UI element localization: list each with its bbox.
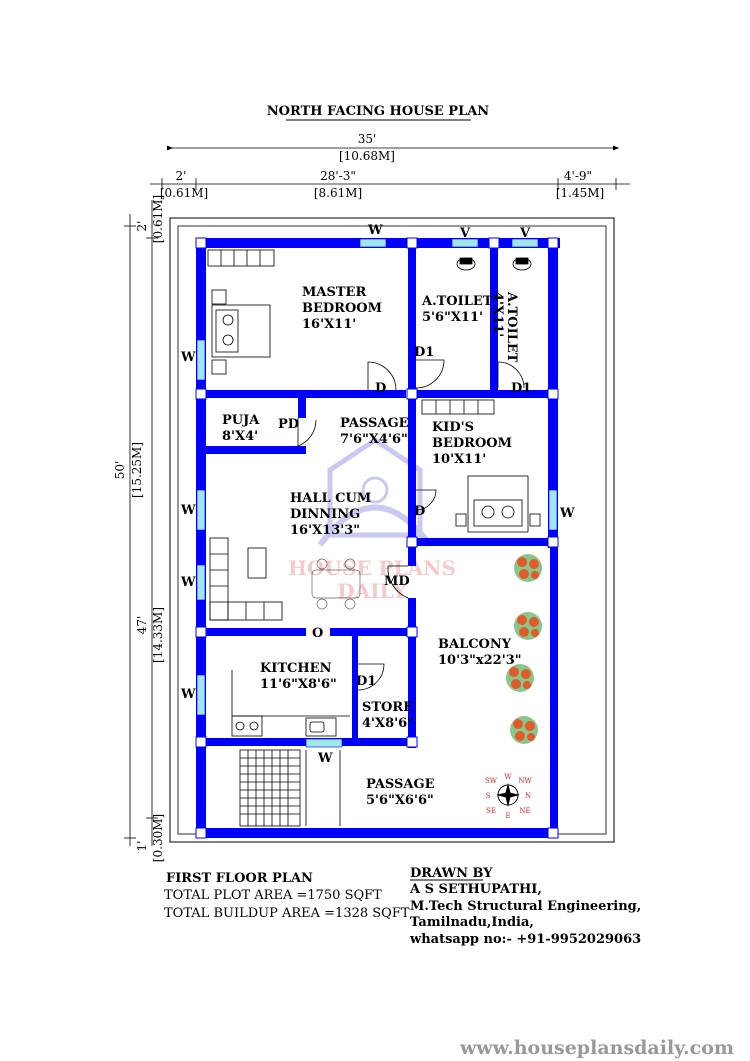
compass-ne: NE <box>519 807 530 815</box>
dim-left-top: 2' <box>135 221 149 232</box>
hall-size: 16'X13'3" <box>290 523 360 538</box>
kitchen-opening: O <box>312 626 323 641</box>
dim-left-mid-m: [14.33M] <box>151 607 165 663</box>
floor-plan-heading: FIRST FLOOR PLAN <box>166 871 313 886</box>
watermark-line1: HOUSE PLANS <box>288 556 456 580</box>
dining-table <box>311 558 361 610</box>
drawn-by: DRAWN BY A S SETHUPATHI, M.Tech Structur… <box>409 866 641 947</box>
dim-top-mid: 28'-3" <box>320 169 356 183</box>
door-store: D1 <box>356 674 376 689</box>
hall-line2: DINNING <box>290 507 360 522</box>
dim-left-bottom-m: [0.30M] <box>151 814 165 862</box>
toilet-fixtures <box>456 257 532 271</box>
passage1-label: PASSAGE <box>340 416 409 431</box>
plot-area: TOTAL PLOT AREA =1750 SQFT <box>164 888 382 903</box>
kitchen-counter <box>231 670 350 737</box>
master-bedroom-line2: BEDROOM <box>302 301 382 316</box>
drawn-by-heading: DRAWN BY <box>410 866 493 881</box>
top-dimensions: 35' [10.68M] 2' [0.61M] 28'-3" [8.61M] 4… <box>150 132 630 200</box>
master-bedroom-line1: MASTER <box>302 285 366 300</box>
kitchen-label: KITCHEN <box>260 661 332 676</box>
dim-left-top-m: [0.61M] <box>151 195 165 243</box>
door-master: D <box>375 381 386 396</box>
door-puja: PD <box>278 417 299 432</box>
store-size: 4'X8'6" <box>362 716 414 731</box>
window-marker-passage: W <box>317 751 333 766</box>
plan-title: NORTH FACING HOUSE PLAN <box>267 104 490 119</box>
compass-e: E <box>505 812 510 820</box>
compass-s: S <box>486 792 491 800</box>
window-marker-hall: W <box>180 503 196 518</box>
passage1-size: 7'6"X4'6" <box>340 432 408 447</box>
window-marker-top: W <box>367 223 383 238</box>
toilet1-label: A.TOILET <box>421 294 493 309</box>
hall-line1: HALL CUM <box>290 491 371 506</box>
dim-top-total: 35' <box>358 132 377 146</box>
dim-top-total-m: [10.68M] <box>339 149 395 163</box>
balcony-plants <box>506 554 542 744</box>
staircase <box>239 749 341 827</box>
dim-top-mid-m: [8.61M] <box>314 186 362 200</box>
author-contact: whatsapp no:- +91-9952029063 <box>409 932 641 947</box>
puja-size: 8'X4' <box>222 429 258 444</box>
left-dimensions: 50' [15.25M] 2' [0.61M] 47' [14.33M] 1' … <box>113 195 165 862</box>
passage2-size: 5'6"X6'6" <box>366 793 434 808</box>
compass-w: W <box>504 773 512 781</box>
compass-sw: SW <box>485 777 498 785</box>
author-name: A S SETHUPATHI, <box>409 882 542 897</box>
door-main: MD <box>384 574 410 589</box>
dim-left-total: 50' <box>113 461 127 480</box>
kids-wardrobe <box>421 399 495 415</box>
toilet2-size: 4'X11' <box>490 292 505 337</box>
door-swings <box>297 359 525 691</box>
puja-label: PUJA <box>222 413 260 428</box>
balcony-size: 10'3"x22'3" <box>438 653 522 668</box>
wall-joints <box>195 237 559 839</box>
dim-left-mid: 47' <box>135 616 149 635</box>
store-label: STORE <box>362 700 413 715</box>
master-wardrobe <box>207 249 275 267</box>
door-toilet2: D1 <box>511 381 531 396</box>
dim-left-total-m: [15.25M] <box>130 442 144 498</box>
window-marker-kitchen: W <box>180 687 196 702</box>
kids-bedroom-size: 10'X11' <box>432 452 486 467</box>
compass-se: SE <box>486 807 496 815</box>
windows <box>196 238 558 748</box>
website-url: www.houseplansdaily.com <box>459 1037 734 1059</box>
plan-info: FIRST FLOOR PLAN TOTAL PLOT AREA =1750 S… <box>164 871 410 921</box>
dim-top-right: 4'-9" <box>564 169 592 183</box>
author-location: Tamilnadu,India, <box>410 915 534 930</box>
window-marker-sofa: W <box>180 575 196 590</box>
author-qualification: M.Tech Structural Engineering, <box>410 899 641 914</box>
kids-bed <box>455 475 541 533</box>
kitchen-size: 11'6"X8'6" <box>260 677 337 692</box>
dim-left-bottom: 1' <box>135 841 149 852</box>
master-bed <box>211 289 271 375</box>
toilet2-label: A.TOILET <box>504 291 519 363</box>
buildup-area: TOTAL BUILDUP AREA =1328 SQFT <box>164 906 410 921</box>
window-marker-master: W <box>180 350 196 365</box>
window-marker-kids: W <box>559 506 575 521</box>
door-toilet1: D1 <box>414 345 434 360</box>
plot-boundary-outer <box>169 217 615 843</box>
master-bedroom-size: 16'X11' <box>302 317 356 332</box>
door-kids: D <box>414 504 425 519</box>
kids-bedroom-line2: BEDROOM <box>432 436 512 451</box>
balcony-label: BALCONY <box>438 637 512 652</box>
dim-top-left: 2' <box>176 169 187 183</box>
sofa <box>209 537 283 621</box>
compass: W NW N NE E SE S SW <box>485 773 532 820</box>
ventilator-marker-1: V <box>459 226 471 241</box>
compass-nw: NW <box>518 777 532 785</box>
compass-n: N <box>525 792 531 800</box>
toilet1-size: 5'6"X11' <box>422 310 483 325</box>
ventilator-marker-2: V <box>519 226 531 241</box>
kids-bedroom-line1: KID'S <box>432 420 474 435</box>
passage2-label: PASSAGE <box>366 777 435 792</box>
dim-top-right-m: [1.45M] <box>556 186 604 200</box>
dim-top-left-m: [0.61M] <box>160 186 208 200</box>
